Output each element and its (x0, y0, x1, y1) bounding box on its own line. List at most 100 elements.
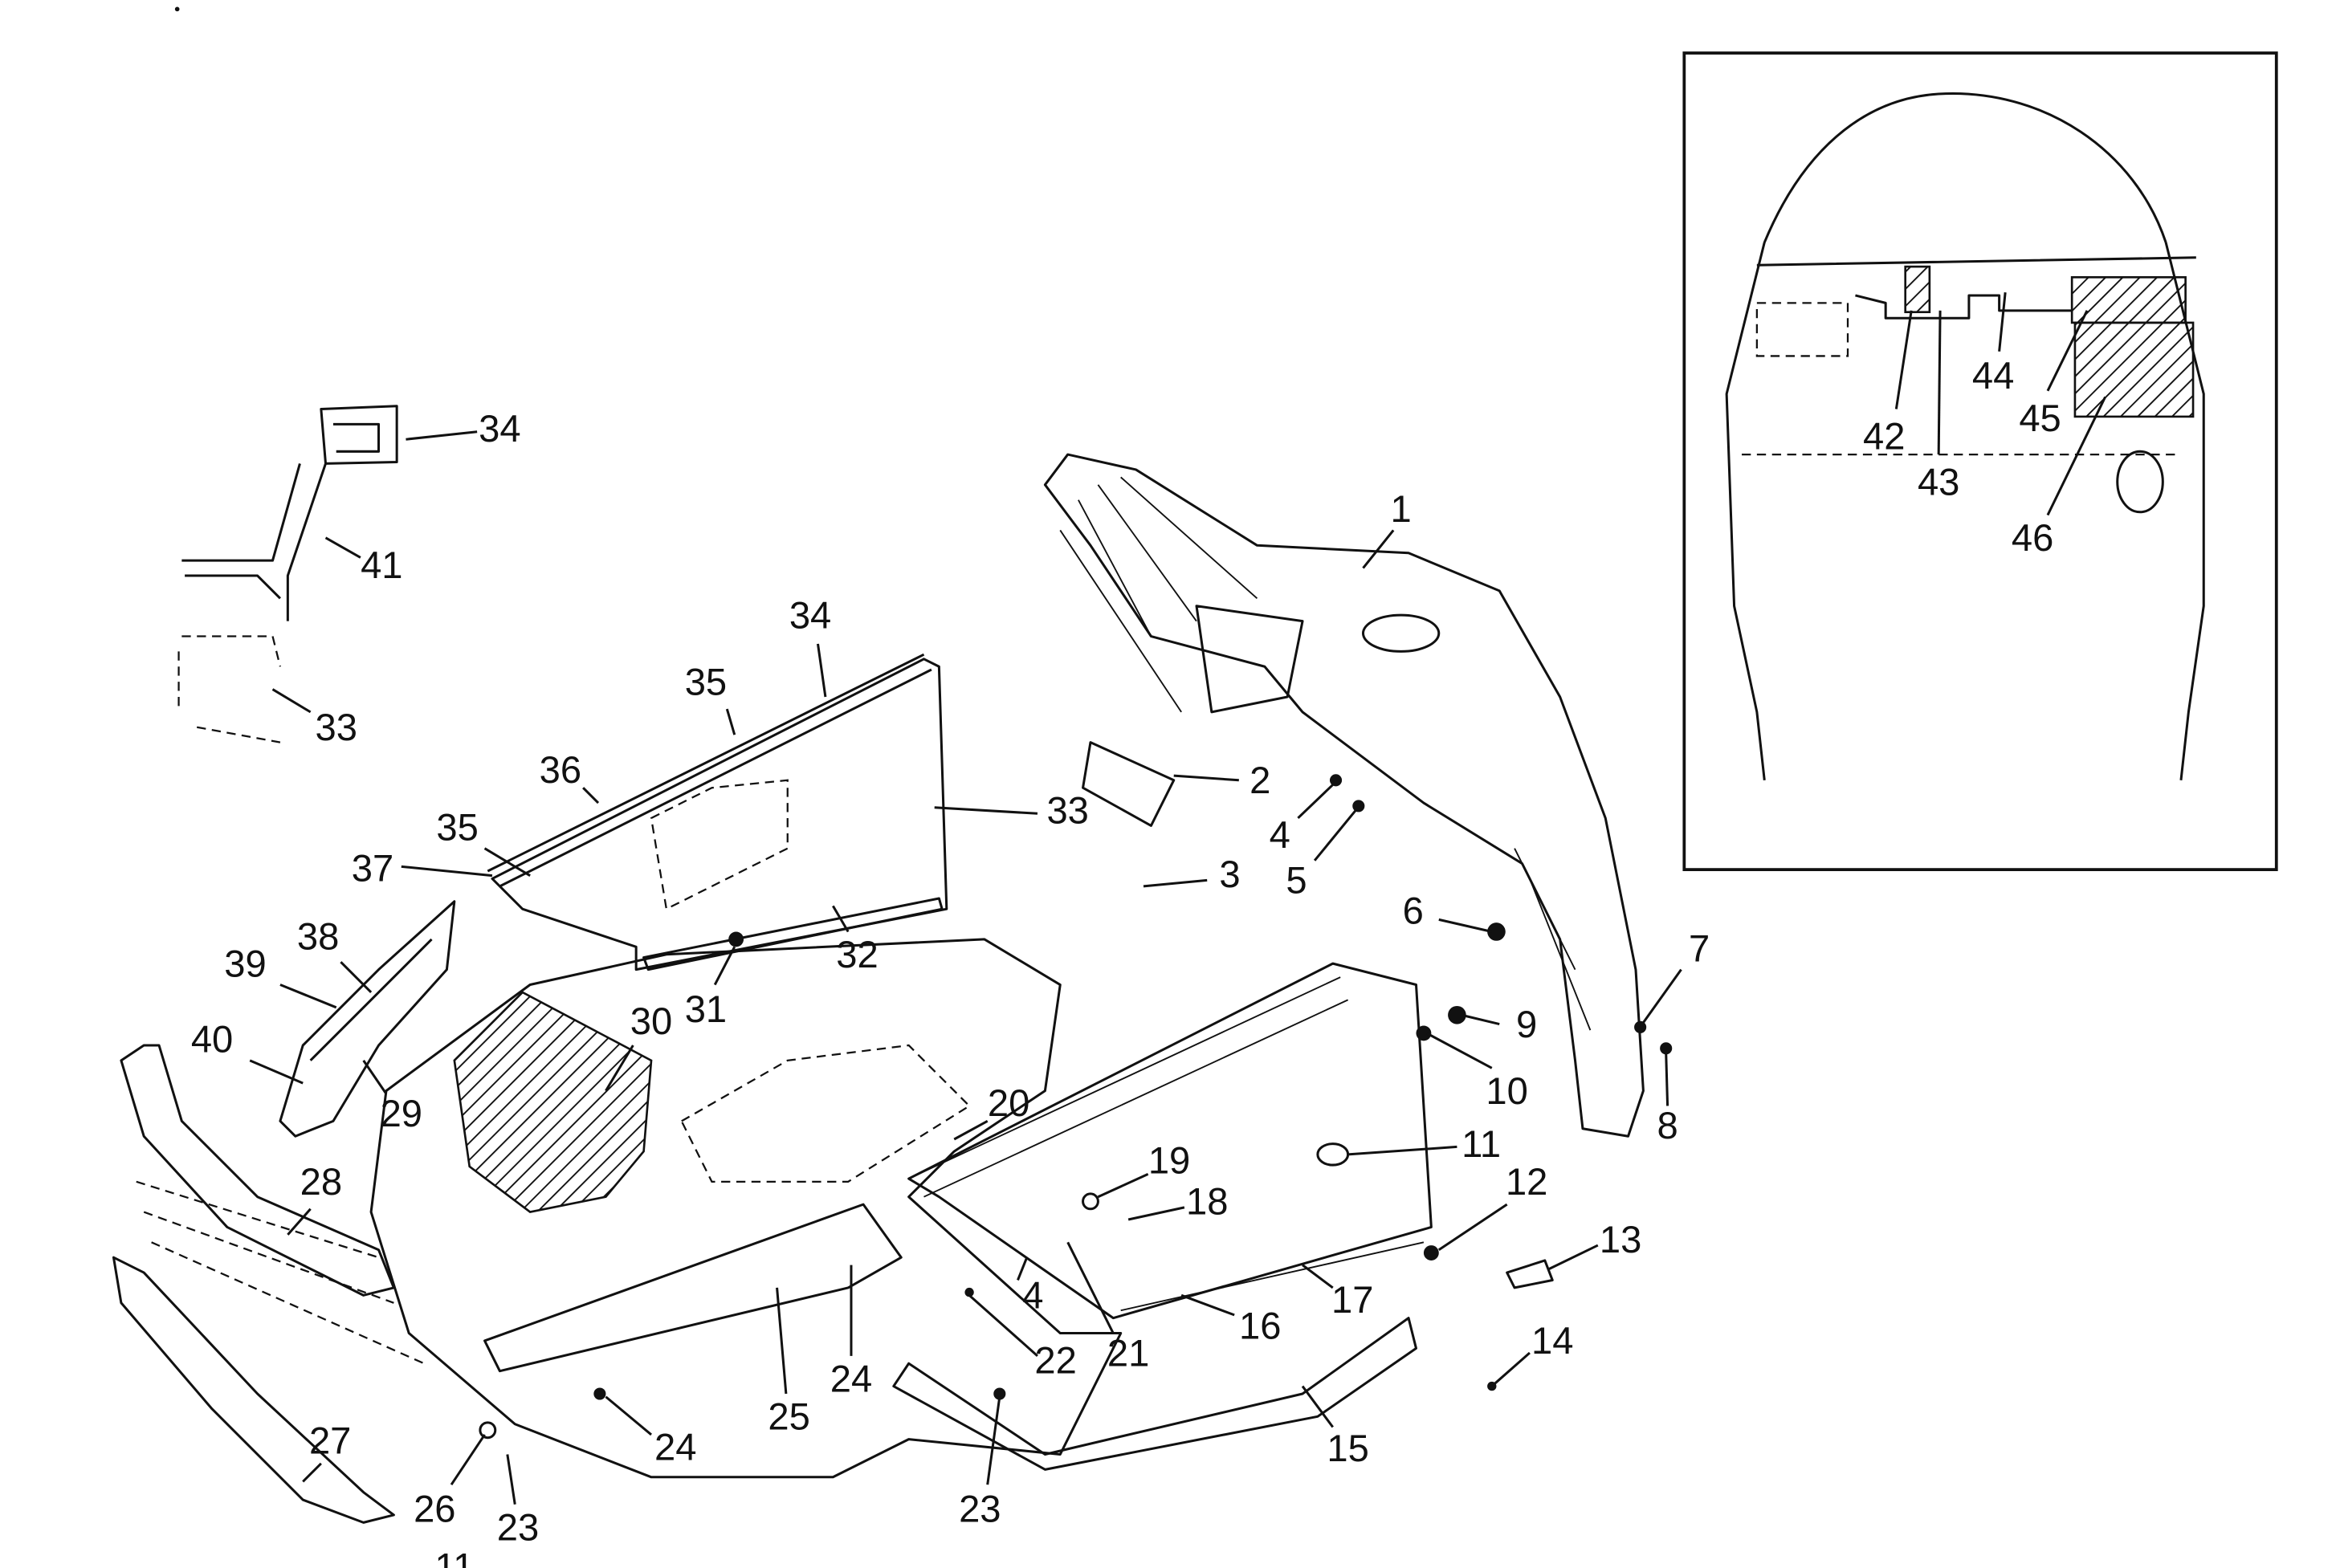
callout-number-7: 7 (1689, 927, 1710, 969)
fastener-7 (1634, 1020, 1647, 1033)
callout-leader-line (986, 1396, 1001, 1485)
callout-number-12: 12 (1506, 1160, 1547, 1203)
callout-leader-line (1438, 918, 1493, 933)
callout-leader-line (1127, 1206, 1185, 1221)
callout-number-43: 43 (1918, 460, 1959, 503)
inset-detail (1682, 51, 2278, 871)
callout-number-11: 11 (1461, 1122, 1501, 1165)
callout-leader-line (1894, 310, 1913, 409)
callout-number-20: 20 (988, 1081, 1029, 1124)
callout-number-28: 28 (300, 1160, 342, 1203)
callout-leader-line (1301, 1385, 1334, 1428)
callout-number-27: 27 (309, 1419, 351, 1462)
callout-leader-line (302, 1462, 322, 1483)
callout-leader-line (953, 1120, 989, 1141)
callout-number-6: 6 (1403, 889, 1424, 931)
fastener-5 (1352, 800, 1365, 813)
callout-number-4: 4 (1270, 813, 1290, 856)
callout-number-24: 24 (654, 1425, 696, 1468)
duct-part-2 (1082, 605, 1304, 827)
callout-number-34: 34 (479, 407, 520, 450)
callout-leader-line (1173, 774, 1239, 782)
callout-number-13: 13 (1600, 1218, 1641, 1261)
callout-number-25: 25 (768, 1395, 809, 1438)
callout-leader-line (1313, 809, 1357, 861)
callout-number-2: 2 (1249, 759, 1270, 801)
callout-number-29: 29 (381, 1092, 422, 1134)
fastener-9 (1448, 1005, 1466, 1024)
callout-number-40: 40 (191, 1018, 233, 1061)
callout-number-3: 3 (1219, 853, 1240, 895)
inset-round-port (2116, 450, 2164, 514)
callout-leader-line (725, 708, 736, 735)
callout-leader-line (1143, 878, 1208, 888)
callout-leader-line (1180, 1293, 1235, 1317)
inset-hood-outline (1725, 92, 2205, 780)
callout-number-15: 15 (1327, 1427, 1368, 1469)
fastener-23 (993, 1387, 1006, 1400)
dot-mark (174, 6, 180, 12)
callout-number-17: 17 (1331, 1278, 1373, 1321)
callout-number-19: 19 (1148, 1139, 1190, 1182)
callout-leader-line (483, 847, 531, 877)
fastener-19 (1082, 1192, 1099, 1211)
callout-leader-line (271, 688, 312, 714)
grille-dashes (136, 1180, 425, 1365)
callout-leader-line (1066, 1241, 1115, 1334)
panel-detail-fragment (177, 635, 282, 743)
callout-leader-line (1362, 529, 1395, 569)
callout-number-5: 5 (1286, 859, 1307, 902)
inset-hatched-block-45 (2070, 275, 2187, 324)
callout-number-45: 45 (2019, 397, 2061, 439)
hood-opening (1361, 613, 1441, 653)
callout-number-44: 44 (1972, 354, 2014, 397)
clip-13 (1506, 1259, 1554, 1289)
hood-louvers (1059, 476, 1592, 1031)
inset-dash-detail (1741, 302, 2181, 456)
callout-leader-line (1302, 1264, 1334, 1289)
callout-leader-line (401, 865, 493, 878)
callout-leader-line (605, 1045, 634, 1092)
callout-leader-line (816, 643, 827, 698)
callout-leader-line (1437, 1203, 1508, 1251)
fastener-10 (1416, 1025, 1432, 1041)
callout-number-26: 26 (414, 1488, 455, 1530)
callout-number-33: 33 (1046, 789, 1088, 832)
callout-leader-line (1998, 292, 2007, 352)
callout-number-39: 39 (224, 942, 266, 984)
callout-number-11: 11 (434, 1545, 474, 1568)
callout-leader-line (279, 984, 337, 1009)
running-board-edge (908, 976, 1425, 1312)
callout-number-23: 23 (959, 1488, 1001, 1530)
callout-leader-line (582, 787, 600, 804)
callout-leader-line (2046, 396, 2107, 516)
callout-leader-line (1461, 1013, 1500, 1026)
hood-part-1 (1043, 453, 1645, 1138)
callout-number-16: 16 (1239, 1304, 1281, 1346)
callout-leader-line (1642, 968, 1682, 1024)
callout-number-24: 24 (830, 1357, 872, 1399)
callout-leader-line (934, 806, 1038, 815)
fastener-8 (1660, 1042, 1673, 1055)
callout-leader-line (605, 1395, 652, 1436)
callout-number-1: 1 (1391, 487, 1412, 530)
grommet-11 (1316, 1142, 1350, 1167)
callout-leader-line (2046, 310, 2089, 392)
callout-leader-line (406, 430, 478, 441)
callout-leader-line (1665, 1053, 1669, 1106)
callout-number-33: 33 (315, 706, 357, 748)
fastener-26 (479, 1421, 497, 1440)
lower-pan-part-15 (892, 1317, 1417, 1471)
fastener-6 (1487, 922, 1506, 941)
callout-number-8: 8 (1657, 1104, 1678, 1146)
running-board-part-25 (483, 1203, 903, 1373)
callout-leader-line (450, 1434, 486, 1486)
bumper-part-27 (112, 1256, 395, 1524)
callout-number-37: 37 (352, 846, 393, 889)
callout-number-34: 34 (789, 593, 831, 636)
callout-leader-line (1347, 1145, 1457, 1156)
callout-number-42: 42 (1863, 415, 1905, 458)
callout-leader-line (968, 1294, 1038, 1357)
inset-hatched-42-43 (1904, 265, 1931, 314)
